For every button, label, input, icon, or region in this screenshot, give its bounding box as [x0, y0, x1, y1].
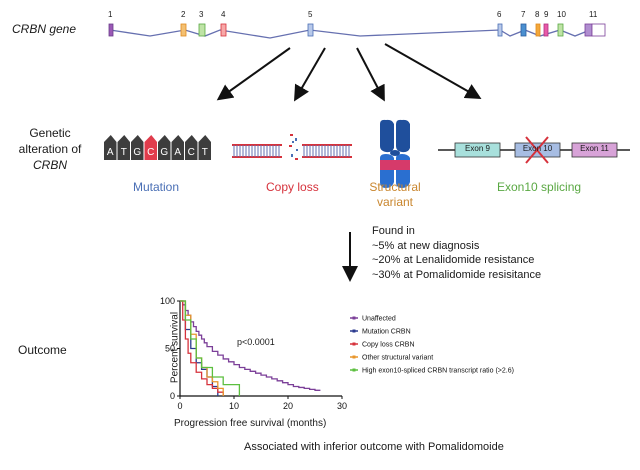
- survival-curve: [180, 300, 224, 396]
- sequence-letter: A: [107, 147, 114, 158]
- exon-10: [557, 23, 564, 37]
- gene-label: CRBN gene: [12, 22, 77, 36]
- arrow-to-structural: [356, 47, 385, 102]
- exon-1: [108, 23, 114, 37]
- structural-variant-label: Structural variant: [360, 180, 430, 210]
- exon-7: [520, 23, 527, 37]
- exon-9: [543, 23, 549, 37]
- sequence-letter: A: [174, 147, 181, 158]
- chart-annotation: p<0.0001: [237, 337, 275, 347]
- exon11-label: Exon 11: [580, 144, 609, 153]
- survival-curve: [180, 300, 321, 391]
- alteration-arrows: [216, 43, 482, 102]
- sequence-tile: [171, 135, 184, 160]
- legend-label: Copy loss CRBN: [362, 342, 415, 349]
- footer-text: Associated with inferior outcome with Po…: [244, 441, 504, 453]
- findings-line4: ~30% at Pomalidomide resisitance: [372, 268, 542, 281]
- sequence-letter: G: [133, 147, 141, 158]
- exon9-label: Exon 9: [465, 144, 490, 153]
- exon-number: 11: [589, 10, 598, 19]
- exon-4: [220, 23, 227, 37]
- sequence-tile: [104, 135, 117, 160]
- exon-number: 1: [108, 10, 113, 19]
- x-tick-label: 20: [283, 401, 293, 411]
- mutation-label: Mutation: [133, 180, 180, 194]
- chromosome-graphic: [380, 119, 410, 188]
- sequence-tile: [158, 135, 171, 160]
- sequence-letter: T: [202, 147, 208, 158]
- exon-6: [497, 23, 503, 37]
- sequence-tile: [144, 135, 157, 160]
- exon-number: 5: [308, 10, 313, 19]
- exon11-box: [571, 142, 618, 158]
- sequence-letter: C: [188, 147, 195, 158]
- exon-number: 2: [181, 10, 186, 19]
- chart-ylabel: Percent survival: [169, 311, 181, 384]
- survival-curve: [180, 300, 241, 396]
- arrow-to-splicing: [384, 43, 482, 99]
- exon9-box: [454, 142, 501, 158]
- exon-splicing-graphic: [438, 136, 630, 164]
- genetic-alteration-line3: CRBN: [32, 158, 67, 172]
- outcome-label: Outcome: [18, 343, 67, 357]
- copy-loss-label: Copy loss: [266, 180, 319, 194]
- exon-number: 4: [221, 10, 226, 19]
- exon-number: 3: [199, 10, 204, 19]
- findings-text: Found in ~5% at new diagnosis ~20% at Le…: [372, 224, 541, 282]
- y-tick-label: 0: [170, 391, 175, 401]
- legend-label: High exon10-spliced CRBN transcript rati…: [362, 368, 514, 375]
- findings-line1: Found in: [372, 225, 415, 237]
- dna-fragments: [289, 134, 298, 160]
- findings-line3: ~20% at Lenalidomide resistance: [372, 254, 535, 266]
- sequence-tile: [117, 135, 130, 160]
- genetic-alteration-line1: Genetic: [29, 126, 71, 140]
- sequence-tile: [131, 135, 144, 160]
- exon10-splicing-label: Exon10 splicing: [497, 180, 582, 194]
- structural-line2: variant: [376, 195, 414, 209]
- arrow-to-copy-loss: [293, 47, 326, 102]
- x-tick-label: 10: [229, 401, 239, 411]
- survival-curves: [180, 300, 321, 396]
- chart-xlabel: Progression free survival (months): [174, 418, 327, 429]
- copy-loss-graphic: [232, 134, 352, 160]
- y-tick-label: 100: [160, 296, 175, 306]
- exon-number: 7: [521, 10, 526, 19]
- exon10-cross-2: [525, 136, 549, 164]
- exon-11-coding: [584, 23, 593, 37]
- exon-11-utr: [591, 23, 606, 37]
- sequence-letter: G: [160, 147, 168, 158]
- survival-curve: [180, 300, 224, 396]
- gene-structure: [108, 23, 606, 39]
- exon-5: [307, 23, 314, 37]
- exon-8: [535, 23, 541, 37]
- structural-line1: Structural: [369, 180, 421, 194]
- exon-number: 8: [535, 10, 540, 19]
- exon10-label: Exon 10: [522, 144, 553, 153]
- x-tick-label: 0: [177, 401, 182, 411]
- axis-ticks: 0 10 20 30 0 50 100: [160, 296, 347, 411]
- exon-3: [198, 23, 206, 37]
- sequence-letter: T: [121, 147, 127, 158]
- findings-line2: ~5% at new diagnosis: [372, 239, 480, 252]
- genetic-alteration-label: Genetic alteration of CRBN: [10, 125, 90, 173]
- genetic-alteration-line2: alteration of: [18, 142, 82, 156]
- exon-2: [180, 23, 187, 37]
- x-tick-label: 30: [337, 401, 347, 411]
- exon-number: 6: [497, 10, 502, 19]
- legend-label: Other structural variant: [362, 355, 433, 362]
- sequence-tile: [198, 135, 211, 160]
- sequence-tile: [185, 135, 198, 160]
- arrow-to-mutation: [216, 47, 291, 101]
- exon-number: 10: [557, 10, 566, 19]
- exon-number: 9: [544, 10, 549, 19]
- y-tick-label: 50: [165, 344, 175, 354]
- legend-label: Unaffected: [362, 316, 396, 323]
- sequence-letter: C: [147, 147, 154, 158]
- legend-label: Mutation CRBN: [362, 329, 411, 336]
- gene-backbone: [109, 29, 591, 39]
